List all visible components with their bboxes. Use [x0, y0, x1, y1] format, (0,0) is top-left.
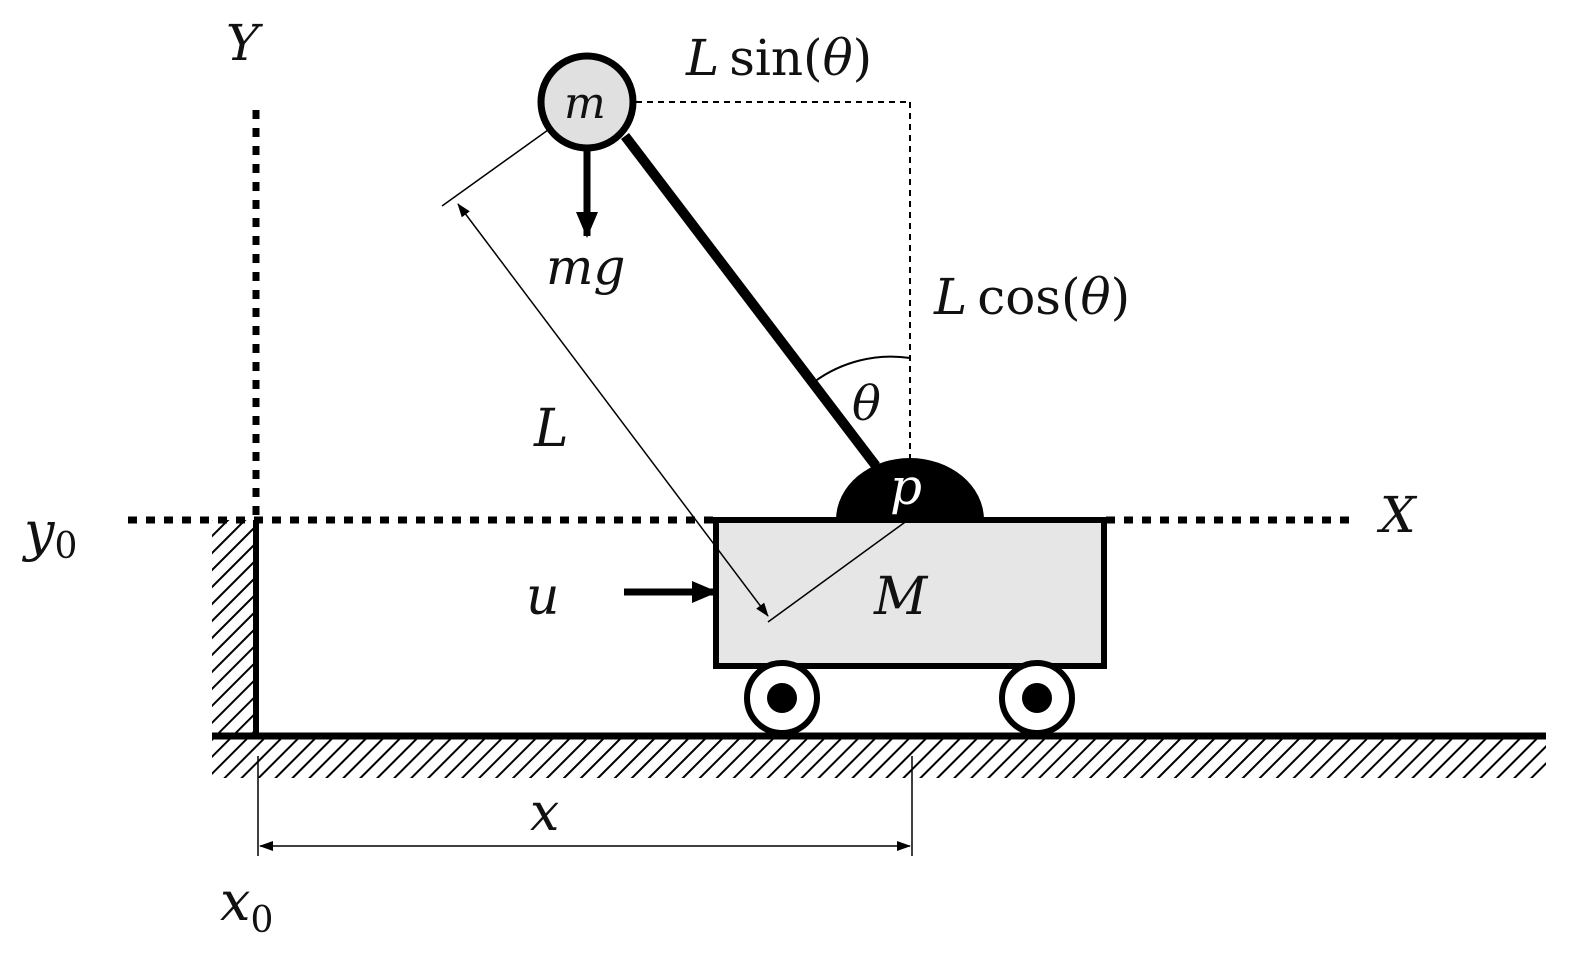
length-extension-top	[441, 129, 549, 207]
cart-body	[713, 517, 1107, 669]
pendulum-mass-label: m	[564, 78, 606, 129]
angle-label: θ	[852, 376, 881, 432]
wheel-left	[744, 660, 820, 736]
cart-mass-label: M	[873, 567, 929, 627]
y-axis-label: Y	[226, 14, 263, 72]
pendulum-rod	[621, 132, 880, 470]
wheel-right	[999, 660, 1075, 736]
x-axis-label: X	[1376, 486, 1418, 544]
y-origin-label: y0	[22, 500, 77, 567]
gravity-force-label: mg	[546, 238, 625, 296]
ground-hatch	[212, 738, 1546, 778]
wall-hatch	[212, 520, 256, 738]
x-origin-label: x0	[220, 870, 273, 941]
pivot-dome	[836, 458, 984, 520]
length-dimension-arrow	[457, 203, 769, 617]
length-extension-bottom	[767, 519, 909, 623]
control-input-label: u	[526, 567, 560, 627]
pivot-label: p	[890, 458, 922, 516]
cart-displacement-label: x	[530, 783, 559, 843]
pendulum-length-label: L	[533, 399, 569, 459]
angle-arc	[813, 355, 911, 383]
